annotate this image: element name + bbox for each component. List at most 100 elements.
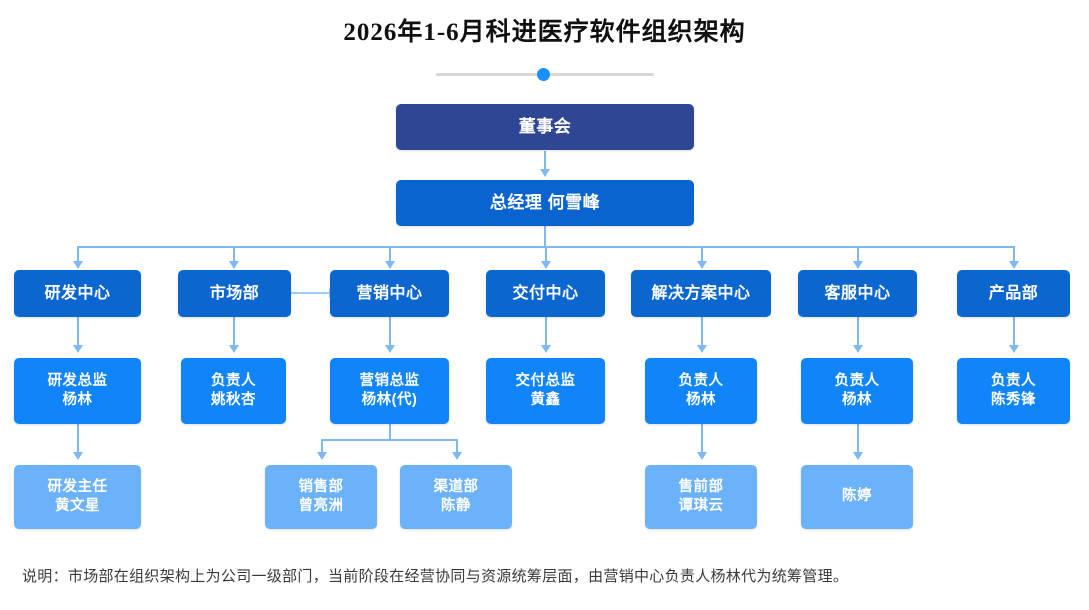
- node-manager-delivery[interactable]: 交付总监 黄鑫: [486, 358, 605, 424]
- node-department-product-label: 产品部: [988, 284, 1039, 302]
- arrow-delivery-to-mgr: [541, 345, 551, 353]
- node-board[interactable]: 董事会: [396, 104, 694, 150]
- node-manager-service-person: 杨林: [842, 392, 872, 408]
- arrow-bus-drop-service: [853, 261, 863, 269]
- node-manager-rd[interactable]: 研发总监 杨林: [14, 358, 141, 424]
- node-team-sales-1-person: 曾亮洲: [298, 498, 344, 514]
- node-general-manager[interactable]: 总经理 何雪峰: [396, 180, 694, 226]
- arrow-bus-drop-rd: [73, 261, 83, 269]
- arrow-bus-drop-sales: [385, 261, 395, 269]
- node-team-rd[interactable]: 研发主任 黄文星: [14, 465, 141, 529]
- node-manager-delivery-person: 黄鑫: [530, 392, 561, 408]
- arrow-product-to-mgr: [1009, 345, 1019, 353]
- node-team-sales-2-person: 陈静: [441, 498, 471, 514]
- arrow-rd-mgr-to-team: [73, 452, 83, 460]
- node-manager-rd-person: 杨林: [62, 392, 93, 408]
- zoom-slider[interactable]: [436, 65, 654, 83]
- node-manager-sales-title: 营销总监: [359, 372, 420, 389]
- node-manager-service-title: 负责人: [834, 372, 880, 389]
- arrow-service-to-mgr: [853, 345, 863, 353]
- connector-solution-mgr-to-team: [701, 424, 703, 454]
- node-team-rd-title: 研发主任: [47, 478, 108, 495]
- node-team-solution-person: 谭琪云: [678, 498, 724, 514]
- node-department-service-label: 客服中心: [824, 284, 891, 302]
- node-team-rd-person: 黄文星: [55, 498, 100, 514]
- node-department-solution-label: 解决方案中心: [651, 284, 751, 302]
- connector-sales-team2-drop: [456, 439, 458, 454]
- node-manager-solution[interactable]: 负责人 杨林: [645, 358, 757, 424]
- node-department-sales[interactable]: 营销中心: [330, 270, 449, 317]
- connector-delivery-to-mgr: [545, 317, 547, 347]
- connector-bus-drop-service: [857, 246, 859, 263]
- node-department-service[interactable]: 客服中心: [798, 270, 917, 317]
- arrow-sales-team1: [317, 452, 327, 460]
- node-manager-market[interactable]: 负责人 姚秋杏: [181, 358, 286, 424]
- connector-board-to-gm: [544, 151, 546, 171]
- connector-bus-drop-solution: [701, 246, 703, 263]
- connector-service-to-mgr: [857, 317, 859, 347]
- connector-bus-drop-delivery: [545, 246, 547, 263]
- connector-bus-drop-rd: [77, 246, 79, 263]
- connector-gm-to-bus: [544, 226, 546, 247]
- page-title: 2026年1-6月科进医疗软件组织架构: [343, 19, 746, 46]
- arrow-rd-to-mgr: [73, 345, 83, 353]
- connector-bus-drop-sales: [389, 246, 391, 263]
- node-manager-product-person: 陈秀锋: [991, 392, 1036, 408]
- connector-sales-team1-drop: [321, 439, 323, 454]
- node-manager-sales-person: 杨林(代): [361, 392, 418, 408]
- node-team-solution-title: 售前部: [678, 478, 724, 495]
- connector-rd-to-mgr: [77, 317, 79, 347]
- arrow-bus-drop-delivery: [541, 261, 551, 269]
- node-manager-solution-person: 杨林: [686, 392, 716, 408]
- node-manager-market-person: 姚秋杏: [211, 392, 256, 408]
- arrow-board-to-gm: [540, 169, 550, 177]
- node-manager-market-title: 负责人: [211, 372, 256, 389]
- connector-service-mgr-to-team: [857, 424, 859, 454]
- node-department-delivery-label: 交付中心: [512, 284, 579, 302]
- connector-market-to-mgr: [233, 317, 235, 347]
- arrow-sales-team2: [452, 452, 462, 460]
- node-manager-solution-title: 负责人: [678, 372, 724, 389]
- connector-rd-mgr-to-team: [77, 424, 79, 454]
- node-department-sales-label: 营销中心: [356, 284, 423, 302]
- node-department-rd-label: 研发中心: [44, 284, 111, 302]
- connector-market-to-sales: [291, 292, 330, 294]
- node-department-product[interactable]: 产品部: [957, 270, 1070, 317]
- footnote-text: 说明：市场部在组织架构上为公司一级部门，当前阶段在经营协同与资源统筹层面，由营销…: [22, 568, 849, 585]
- node-manager-delivery-title: 交付总监: [515, 372, 576, 389]
- node-team-sales-2-title: 渠道部: [433, 478, 479, 495]
- node-team-sales-2[interactable]: 渠道部 陈静: [400, 465, 512, 529]
- arrow-market-to-mgr: [229, 345, 239, 353]
- node-manager-product[interactable]: 负责人 陈秀锋: [957, 358, 1070, 424]
- arrow-service-mgr-to-team: [853, 452, 863, 460]
- slider-handle[interactable]: [537, 68, 550, 81]
- arrow-bus-drop-solution: [697, 261, 707, 269]
- node-manager-sales[interactable]: 营销总监 杨林(代): [330, 358, 449, 424]
- node-team-service[interactable]: 陈婷: [801, 465, 913, 529]
- node-department-market[interactable]: 市场部: [178, 270, 291, 317]
- node-department-solution[interactable]: 解决方案中心: [631, 270, 771, 317]
- connector-sales-mgr-stem: [389, 424, 391, 440]
- node-manager-rd-title: 研发总监: [47, 372, 108, 389]
- connector-bus-drop-product: [1013, 246, 1015, 263]
- arrow-bus-drop-product: [1009, 261, 1019, 269]
- node-manager-product-title: 负责人: [991, 372, 1036, 389]
- connector-solution-to-mgr: [701, 317, 703, 347]
- node-general-manager-label: 总经理 何雪峰: [489, 192, 601, 212]
- node-department-rd[interactable]: 研发中心: [14, 270, 141, 317]
- node-department-delivery[interactable]: 交付中心: [486, 270, 605, 317]
- connector-sales-to-mgr: [389, 317, 391, 347]
- connector-sales-mgr-split: [321, 439, 457, 441]
- node-team-sales-1-title: 销售部: [298, 478, 344, 495]
- node-manager-service[interactable]: 负责人 杨林: [801, 358, 913, 424]
- connector-bus-drop-market: [233, 246, 235, 263]
- node-team-service-title: 陈婷: [842, 488, 872, 505]
- node-department-market-label: 市场部: [209, 284, 260, 302]
- arrow-sales-to-mgr: [385, 345, 395, 353]
- connector-product-to-mgr: [1013, 317, 1015, 347]
- arrow-bus-drop-market: [229, 261, 239, 269]
- node-team-sales-1[interactable]: 销售部 曾亮洲: [265, 465, 377, 529]
- node-team-solution[interactable]: 售前部 谭琪云: [645, 465, 757, 529]
- arrow-solution-mgr-to-team: [697, 452, 707, 460]
- node-board-label: 董事会: [518, 116, 572, 136]
